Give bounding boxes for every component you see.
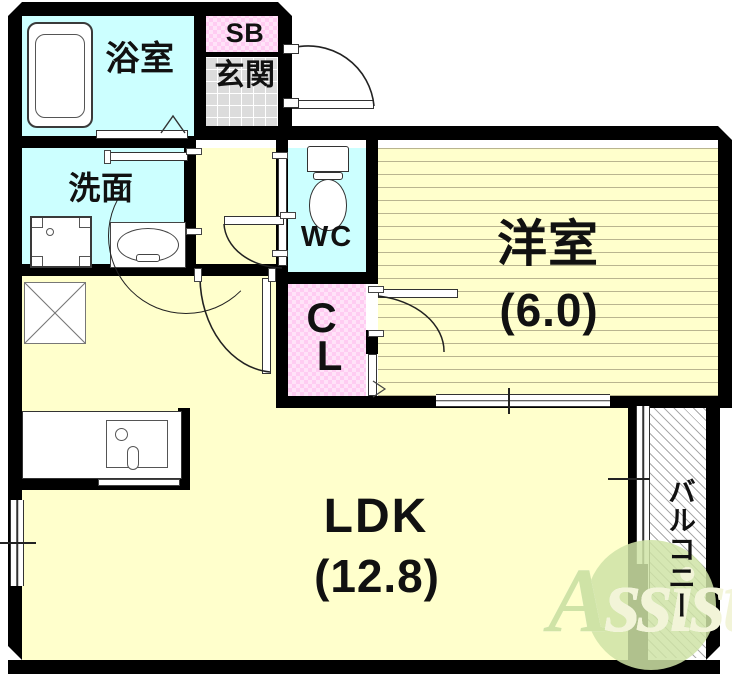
wall-wc-bottom [276, 272, 378, 284]
bevel-bottom-left [8, 646, 22, 660]
washing-machine-pan [30, 216, 92, 268]
kitchen-faucet-icon [127, 446, 139, 470]
pan-corner-tr [79, 218, 90, 228]
balcony-window-center-mark [608, 478, 650, 480]
washroom-door-jamb-c [186, 228, 202, 235]
ldk-hall-door-leaf[interactable] [262, 278, 271, 374]
wall-cl-bottom [276, 396, 388, 408]
bathroom-door-fold-icon [160, 114, 186, 134]
toilet-tank [307, 146, 349, 172]
washroom-door-jamb-b [186, 148, 202, 155]
hall-door-upper-jamb [280, 212, 296, 219]
closet-door-leaf[interactable] [378, 289, 458, 298]
wall-sb-bottom [205, 52, 285, 57]
entry-door-arc [291, 45, 375, 107]
washroom-door-arc [108, 158, 264, 314]
room-shoebox [205, 14, 285, 52]
ldk-window-center-mark [0, 542, 36, 544]
wall-bath-right [194, 14, 206, 138]
room-entrance [205, 57, 285, 137]
bevel-bottom-right [706, 646, 720, 660]
wall-bath-washroom [8, 136, 196, 148]
hall-door-upper-leaf[interactable] [224, 216, 284, 225]
wall-left-lower [8, 276, 22, 674]
wall-balcony-left [628, 396, 638, 660]
ldk-hall-jamb-b [268, 268, 276, 282]
closet-door-track [368, 354, 377, 396]
pan-corner-br [79, 256, 90, 266]
bevel-top-left [8, 2, 22, 16]
wc-door-jamb-top [272, 152, 288, 159]
closet-door-jamb-b [368, 330, 384, 337]
bevel-top-right-entry [278, 2, 292, 16]
room-closet [288, 284, 366, 396]
entry-door-jamb-top [283, 44, 299, 54]
washroom-door-jamb-a [104, 150, 111, 164]
entry-door-jamb-bottom [283, 98, 299, 108]
closet-door-jamb-a [368, 286, 384, 293]
closet-door-arc [377, 295, 445, 353]
bathroom-door[interactable] [96, 130, 188, 139]
room-bedroom [378, 148, 718, 396]
room-ldk-east [284, 400, 636, 662]
bathtub-inner [35, 34, 85, 118]
wall-cl-left [276, 284, 288, 408]
wall-wc-right [366, 140, 378, 274]
bedroom-sliding-center-mark [508, 388, 510, 414]
wall-right-bedroom [718, 126, 732, 408]
ldk-hall-door-arc [199, 277, 271, 373]
kitchen-sink-drain-icon [115, 428, 128, 441]
ldk-hall-jamb-a [194, 268, 202, 282]
kitchen-counter-front-edge [98, 479, 180, 486]
balcony-window-stop [636, 564, 648, 660]
wall-entry-bottom [196, 126, 380, 140]
hall-door-upper-arc [223, 223, 283, 269]
bevel-top-right-bedroom [718, 126, 732, 140]
refrigerator-x-icon [24, 282, 86, 344]
wall-top-left [8, 2, 292, 16]
pan-corner-bl [32, 256, 43, 266]
wall-right-balcony [706, 396, 720, 674]
bedroom-ldk-sliding-door[interactable] [436, 394, 610, 407]
wc-door-jamb-bottom [272, 250, 288, 257]
wall-bottom [8, 660, 720, 674]
toilet-bowl [309, 179, 347, 231]
closet-door-flag-icon [372, 380, 387, 398]
pan-corner-tl [32, 218, 43, 228]
pan-drain-icon [46, 228, 54, 236]
wall-top-bedroom [366, 126, 732, 140]
